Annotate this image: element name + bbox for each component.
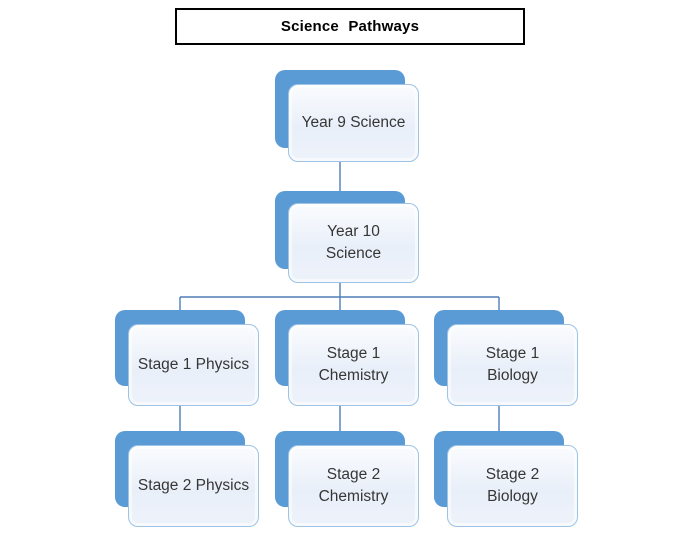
node-front-shape: Stage 2 Biology — [447, 445, 578, 527]
node-label: Stage 2 Physics — [137, 477, 250, 495]
node-stage-2-physics: Stage 2 Physics — [115, 431, 261, 529]
node-front-shape: Year 10 Science — [288, 203, 419, 283]
node-front-shape: Stage 1 Physics — [128, 324, 259, 406]
node-year-10-science: Year 10 Science — [275, 191, 421, 289]
node-front-shape: Year 9 Science — [288, 84, 419, 162]
node-label: Stage 1 Biology — [485, 345, 540, 384]
node-front-shape: Stage 2 Chemistry — [288, 445, 419, 527]
node-year-9-science: Year 9 Science — [275, 70, 421, 168]
node-label: Year 10 Science — [325, 223, 382, 262]
diagram-title-box: Science Pathways — [175, 8, 525, 45]
node-stage-1-physics: Stage 1 Physics — [115, 310, 261, 408]
node-front-shape: Stage 1 Biology — [447, 324, 578, 406]
node-front-shape: Stage 1 Chemistry — [288, 324, 419, 406]
node-label: Year 9 Science — [301, 114, 406, 132]
node-label: Stage 2 Biology — [485, 466, 540, 505]
node-stage-2-biology: Stage 2 Biology — [434, 431, 580, 529]
node-stage-1-biology: Stage 1 Biology — [434, 310, 580, 408]
diagram-title-text: Science Pathways — [280, 18, 420, 35]
node-front-shape: Stage 2 Physics — [128, 445, 259, 527]
node-label: Stage 1 Chemistry — [318, 345, 389, 384]
node-stage-2-chemistry: Stage 2 Chemistry — [275, 431, 421, 529]
node-label: Stage 1 Physics — [137, 356, 250, 374]
node-stage-1-chemistry: Stage 1 Chemistry — [275, 310, 421, 408]
node-label: Stage 2 Chemistry — [318, 466, 389, 505]
